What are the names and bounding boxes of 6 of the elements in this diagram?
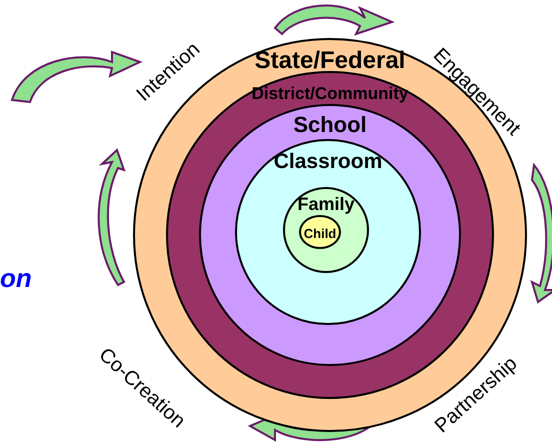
child-circle: [299, 215, 341, 249]
ring-label: Family: [296, 195, 356, 213]
ring-label: School: [292, 114, 368, 136]
ring-label: Classroom: [272, 151, 384, 172]
cut-off-text: on: [0, 265, 32, 291]
ring-label: Child: [302, 227, 338, 240]
